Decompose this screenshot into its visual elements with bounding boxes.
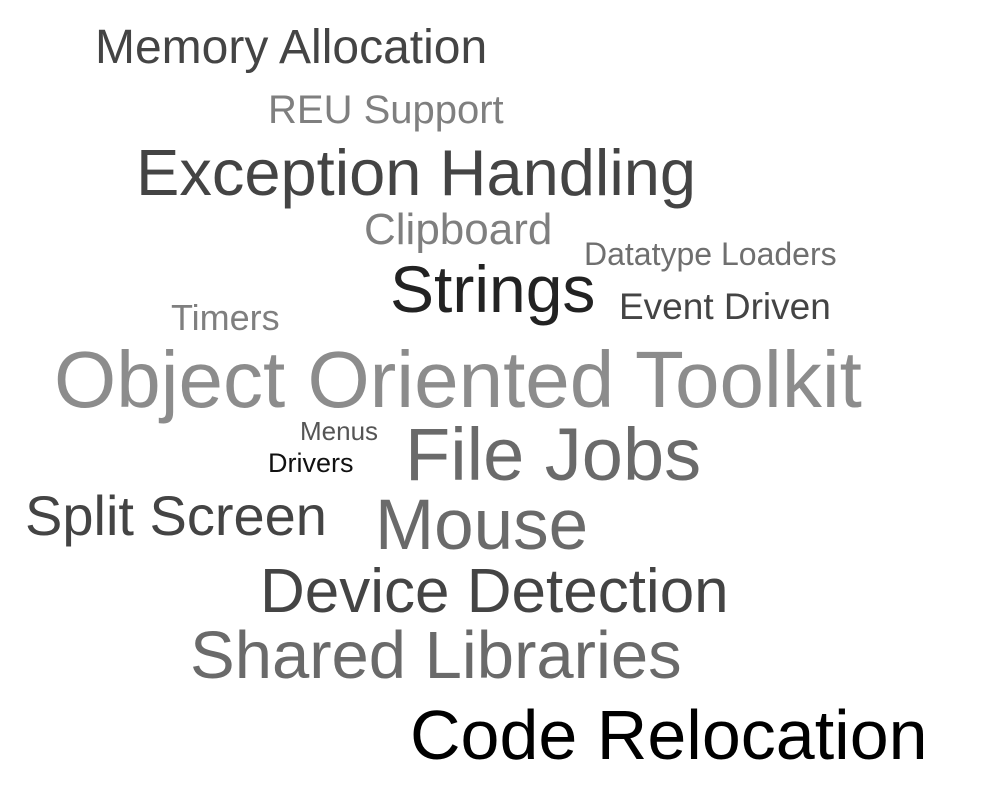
word-device-detection: Device Detection (260, 557, 729, 626)
word-file-jobs: File Jobs (405, 413, 702, 496)
word-mouse: Mouse (375, 486, 589, 565)
word-shared-libraries: Shared Libraries (190, 618, 682, 693)
word-menus: Menus (300, 416, 379, 446)
word-memory-allocation: Memory Allocation (95, 21, 488, 74)
word-datatype-loaders: Datatype Loaders (584, 236, 837, 272)
word-timers: Timers (171, 297, 280, 338)
word-clipboard: Clipboard (364, 205, 553, 254)
word-reu-support: REU Support (268, 88, 504, 132)
word-strings: Strings (390, 252, 596, 326)
word-event-driven: Event Driven (619, 286, 831, 327)
word-code-relocation: Code Relocation (410, 696, 928, 774)
word-split-screen: Split Screen (25, 484, 327, 547)
word-drivers: Drivers (268, 448, 354, 478)
word-exception-handling: Exception Handling (136, 136, 697, 209)
word-object-oriented-toolkit: Object Oriented Toolkit (54, 335, 862, 424)
